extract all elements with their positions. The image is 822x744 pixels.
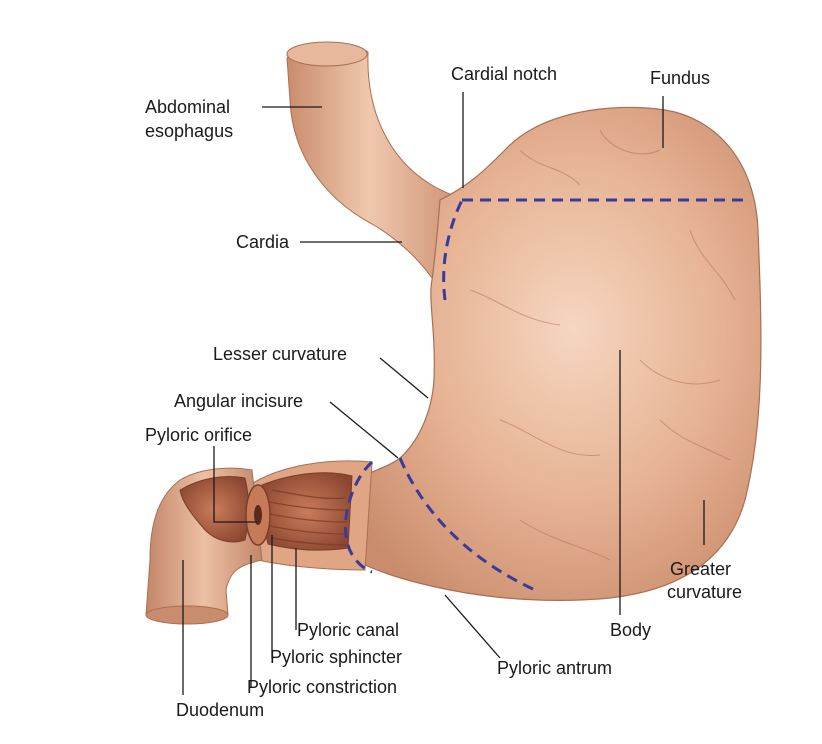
leader-pyloric-antrum (444, 594, 501, 659)
leader-angular-incisure (329, 401, 399, 459)
surface-vein (499, 419, 601, 457)
label-abdominal-esophagus: Abdominal (145, 97, 230, 117)
mucosal-fold (271, 489, 346, 500)
surface-vein (639, 359, 721, 385)
label-cardia: Cardia (236, 232, 290, 252)
label-cardial-notch: Cardial notch (451, 64, 557, 84)
stomach-body-shape (344, 106, 762, 601)
leader-pyloric-orifice (213, 446, 257, 523)
surface-vein (659, 419, 731, 461)
mucosal-fold (269, 513, 348, 523)
cardia-boundary (442, 199, 464, 301)
surface-vein (599, 129, 661, 155)
leader-lesser-curvature (379, 357, 429, 399)
duodenum-end (145, 605, 229, 625)
label-lesser-curvature: Lesser curvature (213, 344, 347, 364)
label-angular-incisure: Angular incisure (174, 391, 303, 411)
label-fundus: Fundus (650, 68, 710, 88)
antrum-boundary (398, 457, 536, 592)
label-pyloric-orifice: Pyloric orifice (145, 425, 252, 445)
label-abdominal-esophagus-2: esophagus (145, 121, 233, 141)
label-greater-curvature: Greater (670, 559, 731, 579)
pyloric-canal-boundary (344, 460, 374, 574)
label-pyloric-sphincter: Pyloric sphincter (270, 647, 402, 667)
label-duodenum: Duodenum (176, 700, 264, 720)
mucosal-fold (271, 537, 348, 546)
mucosal-fold (269, 501, 347, 511)
surface-vein (469, 289, 561, 326)
label-pyloric-constriction: Pyloric constriction (247, 677, 397, 697)
label-body: Body (610, 620, 651, 640)
surface-vein (519, 149, 581, 186)
label-pyloric-canal: Pyloric canal (297, 620, 399, 640)
esophagus-opening (286, 41, 368, 67)
pyloric-orifice-shape (254, 505, 262, 525)
label-greater-curvature-2: curvature (667, 582, 742, 602)
surface-vein (519, 519, 611, 561)
mucosal-fold (269, 525, 348, 535)
label-pyloric-antrum: Pyloric antrum (497, 658, 612, 678)
surface-vein (689, 229, 736, 301)
